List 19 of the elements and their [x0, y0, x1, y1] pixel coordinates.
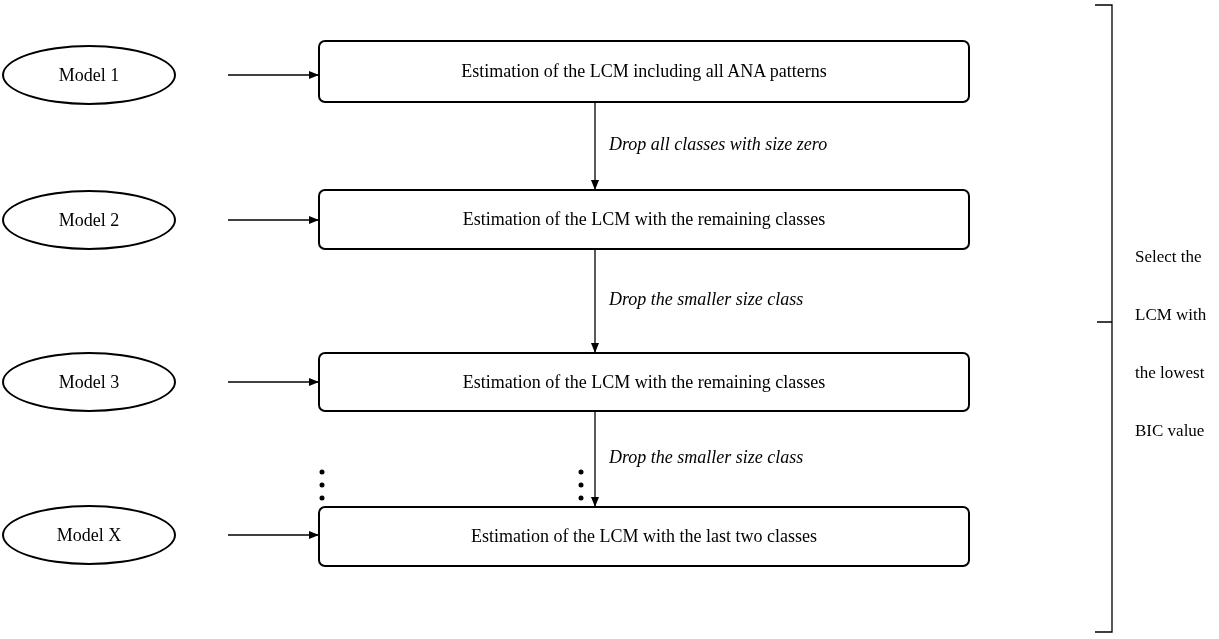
arrow: [591, 411, 599, 507]
model-ellipse: Model 1: [2, 45, 176, 105]
model-ellipse: Model X: [2, 505, 176, 565]
process-box: Estimation of the LCM with the remaining classes: [318, 352, 970, 412]
edge-label: Drop all classes with size zero: [607, 134, 830, 155]
arrow: [227, 216, 319, 224]
model-ellipse: Model 2: [2, 190, 176, 250]
process-box: Estimation of the LCM with the remaining classes: [318, 189, 970, 250]
process-box: Estimation of the LCM with the last two classes: [318, 506, 970, 567]
arrow: [227, 71, 319, 79]
note-text: Select the LCM with the lowest BIC value: [1135, 246, 1208, 442]
process-box: Estimation of the LCM including all ANA patterns: [318, 40, 970, 103]
arrow: [227, 531, 319, 539]
arrow: [591, 249, 599, 353]
model-ellipse: Model 3: [2, 352, 176, 412]
edge-label: Drop the smaller size class: [607, 289, 806, 310]
arrow: [227, 378, 319, 386]
arrow: [591, 102, 599, 190]
edge-label: Drop the smaller size class: [607, 447, 806, 468]
